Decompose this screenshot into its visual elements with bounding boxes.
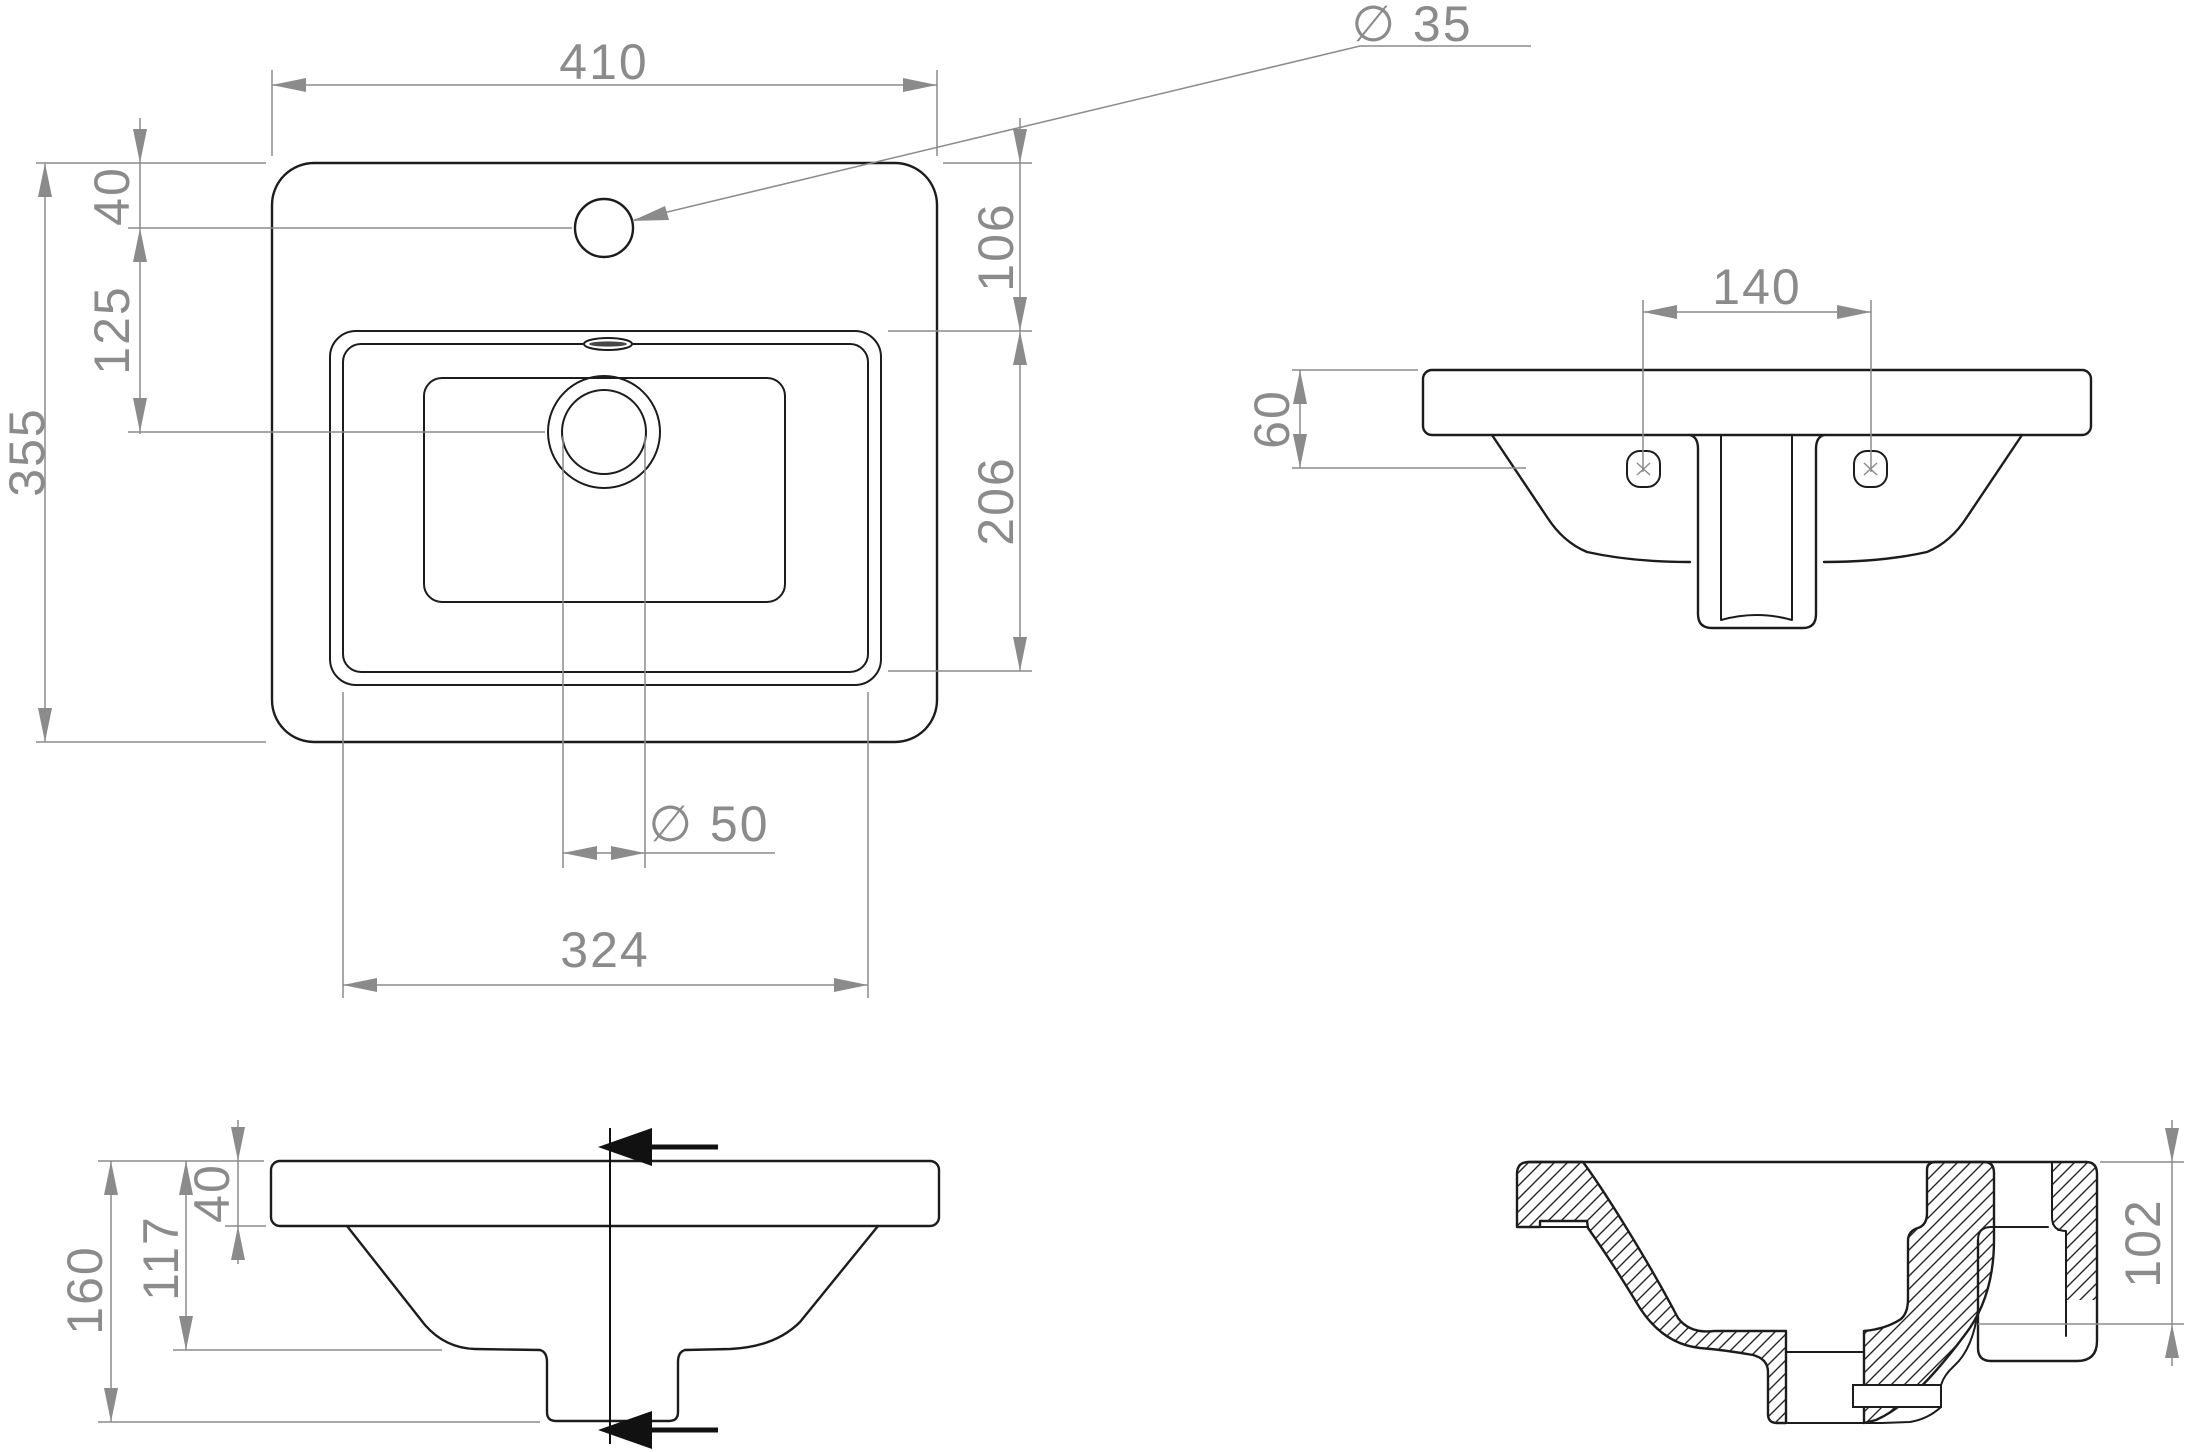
arrow-icon [104,1388,118,1422]
dim-rear-rim-to-holes: 60 [1244,389,1300,449]
dim-front-apron: 40 [184,1163,240,1223]
arrow-icon [611,846,645,860]
arrow-icon [1293,370,1307,404]
front-extension-lines [98,1160,540,1423]
arrow-icon [133,129,147,163]
arrow-icon [834,978,868,992]
arrow-icon [563,846,597,860]
arrow-icon [133,398,147,432]
basin-rim-outer [329,330,882,686]
arrow-icon [179,1316,193,1350]
dim-plan-basin-depth: 206 [968,456,1024,545]
arrow-icon [104,1161,118,1195]
front-rim-slab [269,1159,941,1228]
rear-bowl-right [1822,433,2024,564]
section-arrow-icon [598,1128,652,1166]
arrow-icon [231,1127,245,1161]
arrow-icon [1837,305,1871,319]
arrow-icon [1013,637,1027,671]
section-channel-sweep [1940,1309,1979,1386]
overflow-slot-opening [589,341,627,347]
arrow-icon [1013,129,1027,163]
rear-rim-slab [1421,368,2093,437]
arrow-icon [272,78,306,92]
front-bowl-right [683,1224,880,1352]
sink-outline [270,161,939,744]
dim-plan-drain-dia: ∅ 50 [648,796,769,852]
dim-plan-rim-to-basin: 106 [968,202,1024,291]
dim-plan-overall-depth: 355 [0,407,55,496]
dim-lines-324 [342,692,869,998]
dim-plan-faucet-to-drain: 125 [84,285,140,374]
plan-view: 410 355 40 125 106 206 ∅ 35 ∅ 50 324 [0,0,1531,998]
section-back-wall-hatch [2052,1162,2097,1300]
dim-front-overall-height: 160 [57,1245,113,1334]
section-left-wall [1515,1160,1788,1425]
bowl-floor [423,377,786,603]
section-arrow-icon [598,1411,652,1449]
front-bowl-left [345,1224,542,1352]
arrow-icon [38,708,52,742]
arrow-icon [1013,331,1027,365]
overflow-outlet-duct [1852,1384,1942,1408]
rear-view: 140 60 [1244,259,2093,630]
arrow-icon [133,228,147,262]
dim-lines-355 [36,162,266,743]
section-overflow-wall [1862,1160,1996,1425]
arrow-icon [903,78,937,92]
dim-plan-faucet-hole-dia: ∅ 35 [1351,0,1472,52]
arrow-icon [1013,297,1027,331]
dim-lines-106-206 [888,118,1032,672]
arrow-icon [343,978,377,992]
dim-plan-rim-to-faucet: 40 [84,166,140,226]
dim-lines-140 [1642,300,1872,472]
dim-lines-60 [1292,369,1526,469]
arrow-icon [2165,1324,2179,1358]
dim-plan-basin-width: 324 [560,922,649,978]
arrow-icon [38,163,52,197]
dim-side-outlet-height: 102 [2115,1198,2171,1287]
section-void-top [1977,1226,2049,1241]
drain-slot-ledge [1785,1351,1883,1424]
rear-drain-tube [1720,435,1793,621]
arrow-icon [1643,305,1677,319]
section-channel-lower [1881,1406,1942,1424]
rear-bowl-left [1490,433,1692,564]
leader-faucet-dia [633,45,1531,221]
dim-front-bowl-depth: 117 [133,1215,189,1301]
arrow-icon [632,206,669,221]
front-drain-boss [538,1348,687,1423]
arrow-icon [231,1226,245,1260]
faucet-hole [573,197,635,259]
side-section-view: 102 [1515,1120,2184,1425]
dim-lines-410 [271,70,938,156]
rear-overflow-rib [1688,433,1826,630]
drain-hole [561,389,647,475]
arrow-icon [1293,434,1307,468]
front-view: 160 117 40 [57,1120,941,1449]
basin-rim-inner [342,343,869,673]
dim-lines-drain-dia [562,436,775,868]
section-channel-right [2051,1161,2067,1337]
hole-center-marks [1636,462,1878,476]
drain-recess [547,375,661,489]
arrow-icon [179,1161,193,1195]
section-right-outer [1976,1160,2099,1363]
arrow-icon [2165,1128,2179,1162]
dim-plan-overall-width: 410 [559,34,648,90]
dim-rear-hole-spacing: 140 [1712,259,1801,315]
